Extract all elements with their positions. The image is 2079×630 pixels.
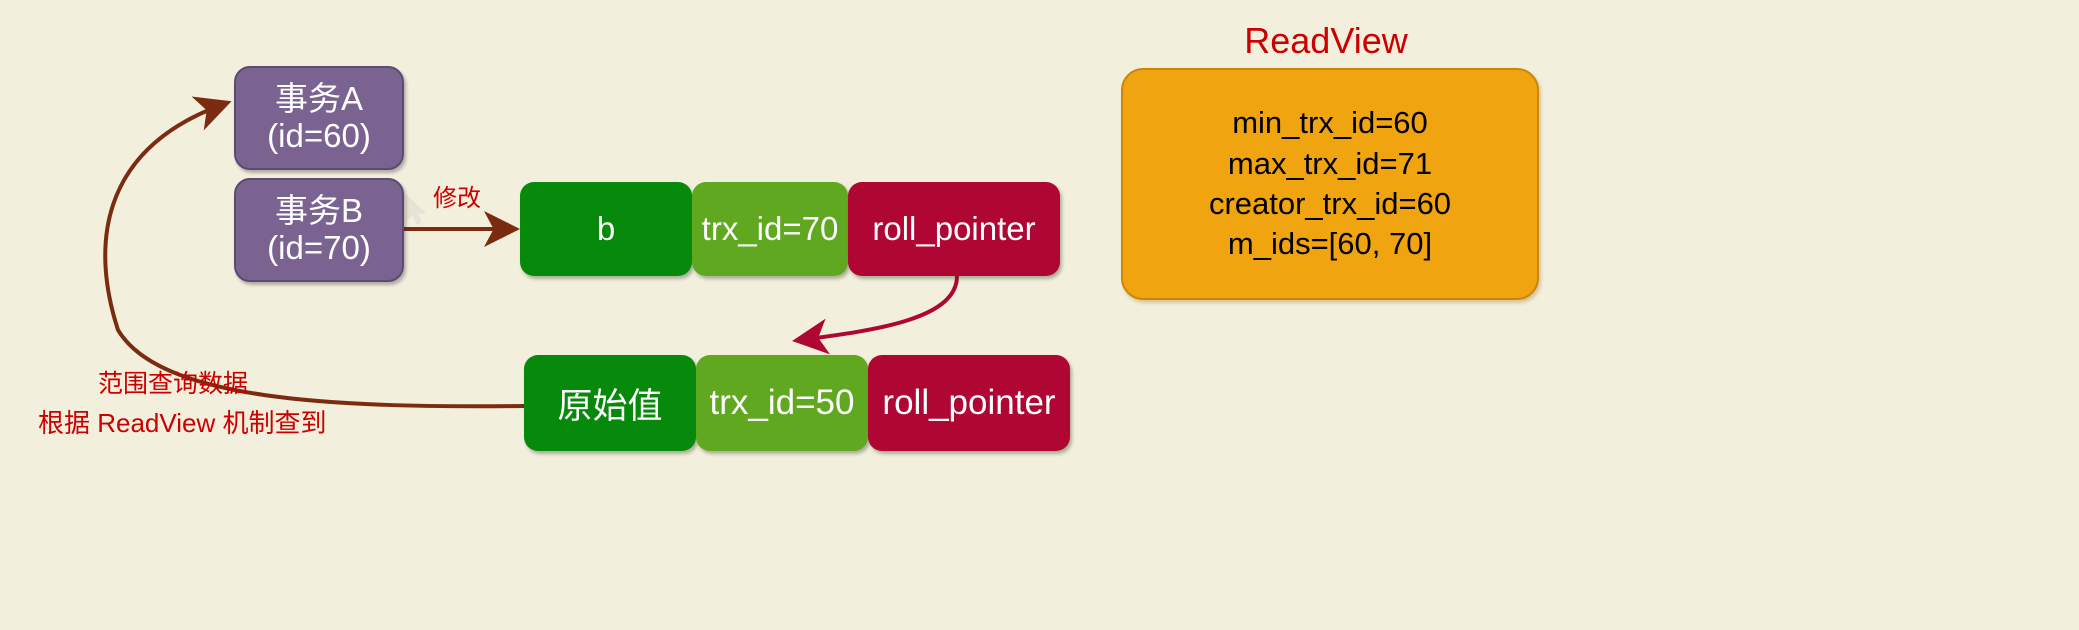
transaction-box-b[interactable]: 事务B (id=70) [234, 178, 404, 282]
lower-row-value-cell[interactable]: 原始值 [524, 355, 696, 451]
readview-panel[interactable]: min_trx_id=60 max_trx_id=71 creator_trx_… [1121, 68, 1539, 300]
upper-row-value-cell[interactable]: b [520, 182, 692, 276]
transaction-a-name: 事务A [274, 80, 363, 118]
label-range-query: 范围查询数据 [98, 370, 249, 398]
transaction-a-id: (id=60) [267, 117, 371, 154]
transaction-b-id: (id=70) [267, 229, 371, 266]
transaction-b-name: 事务B [274, 192, 363, 230]
version-row-upper: b trx_id=70 roll_pointer [520, 182, 1060, 276]
mouse-cursor-icon [406, 194, 427, 225]
readview-title: ReadView [1244, 20, 1408, 61]
arrow-roll-pointer-to-original [792, 275, 959, 355]
label-readview-mechanism: 根据 ReadView 机制查到 [38, 408, 327, 438]
version-row-lower: 原始值 trx_id=50 roll_pointer [524, 355, 1070, 451]
readview-creator-trx-id: creator_trx_id=60 [1208, 186, 1452, 221]
readview-max-trx-id: max_trx_id=71 [1227, 145, 1433, 181]
readview-m-ids: m_ids=[60, 70] [1227, 226, 1433, 262]
upper-row-trx-id-cell[interactable]: trx_id=70 [692, 182, 848, 276]
upper-row-roll-pointer-cell[interactable]: roll_pointer [848, 182, 1060, 276]
lower-row-trx-id-cell[interactable]: trx_id=50 [696, 355, 868, 451]
readview-min-trx-id: min_trx_id=60 [1232, 105, 1428, 141]
lower-row-roll-pointer-cell[interactable]: roll_pointer [868, 355, 1070, 451]
transaction-box-a[interactable]: 事务A (id=60) [234, 66, 404, 170]
label-modify: 修改 [433, 185, 481, 212]
